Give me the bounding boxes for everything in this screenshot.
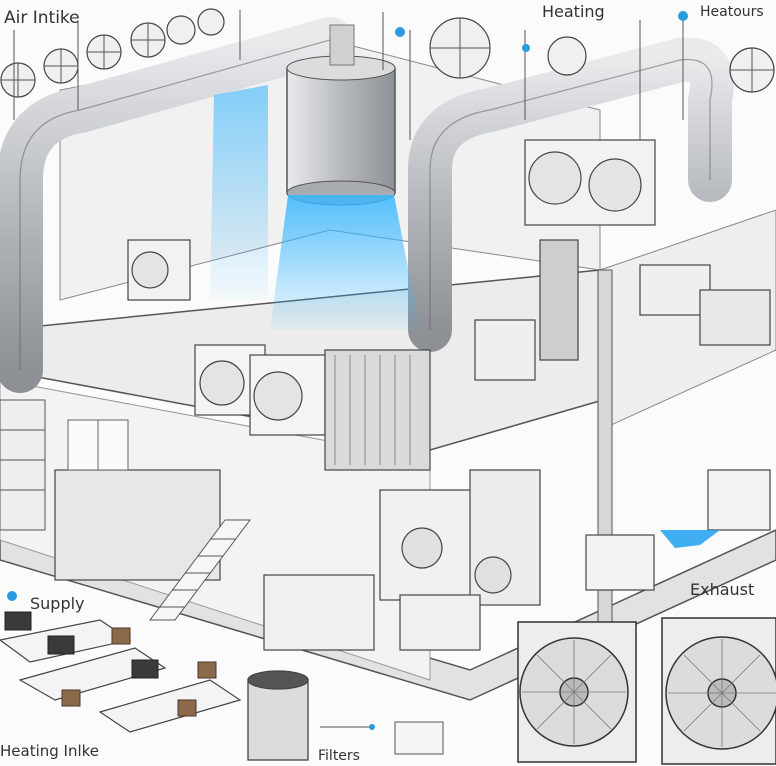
monitors xyxy=(4,611,159,679)
filters-label: Filters xyxy=(318,748,360,764)
stairs xyxy=(149,519,251,621)
central-tank xyxy=(286,67,396,194)
supply-label: Supply xyxy=(30,594,85,613)
chairs xyxy=(61,627,217,717)
exhaust-label: Exhaust xyxy=(690,580,755,599)
water-curtain xyxy=(270,195,420,330)
airflow-arrow xyxy=(660,530,720,548)
exhaust-fans xyxy=(517,617,776,765)
heating-intake-label: Heating Inlke xyxy=(0,742,100,760)
heating-top-right-label: Heatours xyxy=(700,4,764,20)
pin-markers xyxy=(7,11,688,601)
lower-units xyxy=(54,469,771,651)
filter-fins xyxy=(334,355,411,465)
upper-units xyxy=(127,139,771,471)
bookshelf xyxy=(0,399,46,531)
water-curtain-left xyxy=(210,85,268,300)
heating-label: Heating xyxy=(542,2,605,21)
air-intake-label: Air Intike xyxy=(4,8,80,28)
filter-card xyxy=(394,721,444,755)
filter-canister xyxy=(247,670,309,761)
